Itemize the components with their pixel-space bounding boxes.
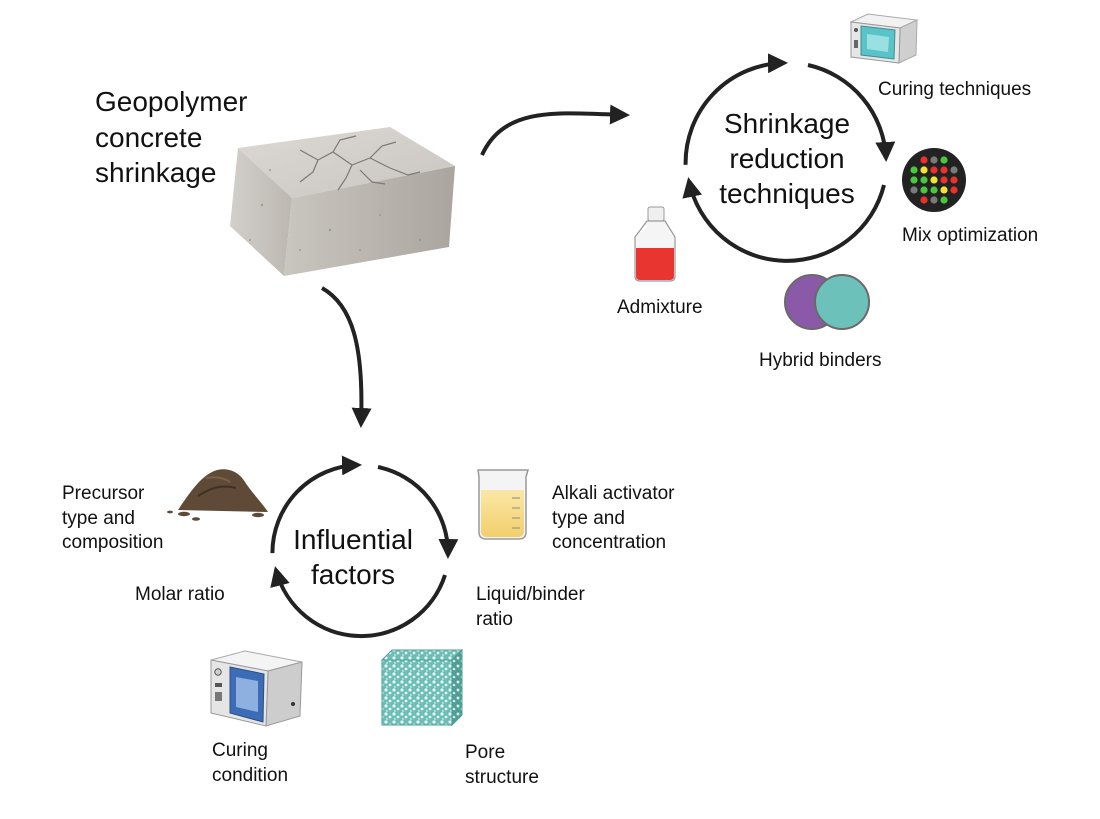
- factors-cycle-ring: [270, 455, 459, 639]
- dots-layer: [910, 156, 958, 204]
- dot: [930, 176, 938, 184]
- overlapping-circles-icon: [784, 274, 870, 330]
- dot: [910, 186, 918, 194]
- dot: [930, 186, 938, 194]
- curing-oven-icon: [849, 13, 919, 64]
- label-molar-ratio: Molar ratio: [135, 584, 225, 605]
- dot: [950, 176, 958, 184]
- concrete-block-icon: [230, 127, 455, 276]
- dot: [950, 166, 958, 174]
- dot: [920, 176, 928, 184]
- arrow-to-reduction: [480, 104, 630, 156]
- dot: [930, 166, 938, 174]
- reduction-cycle-ring: [682, 53, 896, 263]
- main-title: Geopolymer concrete shrinkage: [95, 86, 248, 188]
- label-mix-optimization: Mix optimization: [902, 225, 1039, 246]
- dot: [910, 166, 918, 174]
- dot: [910, 176, 918, 184]
- label-curing-condition: Curing condition: [212, 740, 289, 786]
- dot: [920, 156, 928, 164]
- label-alkali-activator: Alkali activator type and concentration: [552, 483, 675, 553]
- factors-cycle-title: Influential factors: [293, 524, 413, 590]
- red-bottle-icon: [634, 206, 676, 282]
- dot: [930, 156, 938, 164]
- beaker-icon: [477, 469, 529, 540]
- porous-cube-icon: [380, 648, 464, 727]
- dot: [940, 186, 948, 194]
- dot: [920, 186, 928, 194]
- soil-pile-icon: [167, 469, 268, 521]
- dot: [950, 186, 958, 194]
- curing-oven-large-icon: [210, 650, 303, 727]
- reduction-cycle-title: Shrinkage reduction techniques: [719, 108, 855, 209]
- dot: [940, 156, 948, 164]
- dot: [920, 196, 928, 204]
- label-liquid-binder: Liquid/binder ratio: [476, 584, 585, 630]
- label-pore-structure: Pore structure: [465, 742, 539, 788]
- dot: [940, 176, 948, 184]
- label-curing-techniques: Curing techniques: [878, 79, 1032, 100]
- dot: [920, 166, 928, 174]
- dot: [940, 196, 948, 204]
- label-hybrid-binders: Hybrid binders: [759, 350, 882, 371]
- dot: [940, 166, 948, 174]
- dot: [930, 196, 938, 204]
- label-precursor: Precursor type and composition: [62, 483, 164, 553]
- label-admixture: Admixture: [617, 297, 703, 318]
- arrow-to-factors: [320, 286, 372, 428]
